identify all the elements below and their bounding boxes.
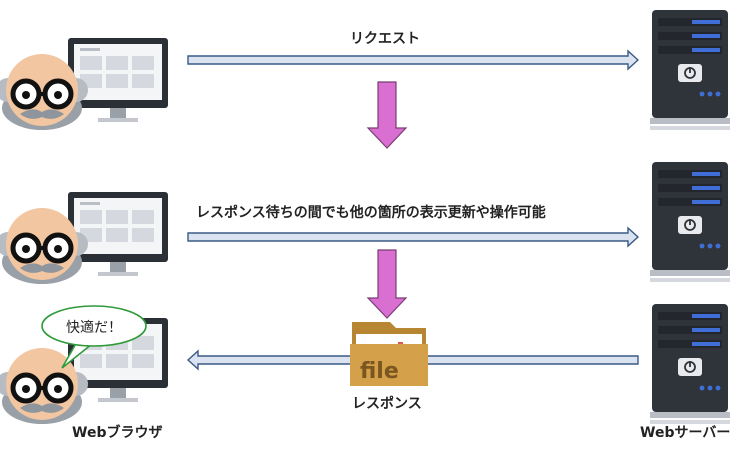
request-arrow <box>187 49 640 71</box>
response-label: レスポンス <box>352 396 422 412</box>
server-icon <box>649 303 731 425</box>
server-label: Webサーバー <box>640 425 731 441</box>
server-icon <box>649 9 731 131</box>
monitor-icon <box>68 38 168 122</box>
async-request-arrow <box>187 226 640 248</box>
file-label: file <box>360 359 399 384</box>
browser-label: Webブラウザ <box>72 425 163 441</box>
down-arrow-1 <box>366 81 408 149</box>
request-label: リクエスト <box>350 31 420 47</box>
server-icon <box>649 161 731 283</box>
down-arrow-2 <box>366 249 408 319</box>
bubble-text: 快適だ！ <box>66 320 122 336</box>
speech-bubble <box>41 305 147 369</box>
monitor-icon <box>68 192 168 276</box>
async-note-label: レスポンス待ちの間でも他の箇所の表示更新や操作可能 <box>196 205 546 221</box>
file-folder-icon: file <box>350 322 428 386</box>
